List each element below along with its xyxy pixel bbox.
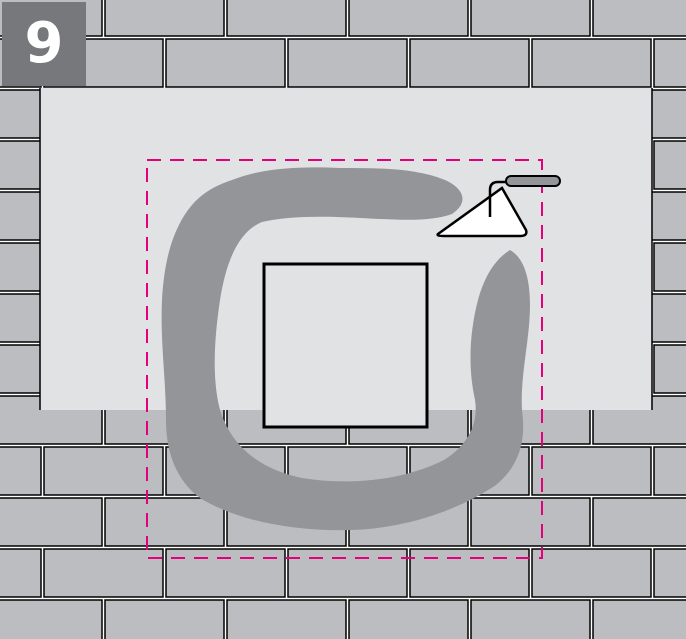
trowel-shank [488, 180, 508, 217]
trowel-blade [436, 186, 528, 238]
brick [0, 140, 42, 190]
brick [287, 548, 408, 598]
brick [0, 548, 42, 598]
brick [0, 599, 103, 639]
brick [0, 242, 42, 292]
brick [409, 548, 530, 598]
brick [287, 38, 408, 88]
brick [104, 497, 225, 547]
brick [653, 140, 686, 190]
brick [592, 0, 686, 37]
brick [470, 599, 591, 639]
brick [531, 446, 652, 496]
trowel-handle [505, 175, 561, 187]
brick [165, 548, 286, 598]
brick [43, 446, 164, 496]
brick [165, 38, 286, 88]
brick [592, 497, 686, 547]
brick [0, 446, 42, 496]
brick [409, 38, 530, 88]
brick [0, 497, 103, 547]
brick [653, 242, 686, 292]
trowel-icon [436, 175, 561, 238]
brick [470, 497, 591, 547]
brick [531, 38, 652, 88]
brick [0, 344, 42, 394]
step-badge: 9 [2, 2, 86, 86]
brick [104, 0, 225, 37]
brick [226, 599, 347, 639]
brick [653, 38, 686, 88]
brick [104, 599, 225, 639]
brick [653, 548, 686, 598]
step-number: 9 [24, 11, 64, 76]
brick [653, 344, 686, 394]
wall-opening [262, 262, 429, 429]
brick [592, 599, 686, 639]
brick [43, 548, 164, 598]
step-badge-background [2, 2, 86, 86]
brick [470, 0, 591, 37]
brick [348, 0, 469, 37]
dashed-outline-guide [146, 159, 543, 559]
brick [226, 0, 347, 37]
adhesive-bead [161, 167, 530, 531]
brick [531, 548, 652, 598]
brick [348, 599, 469, 639]
brick [653, 446, 686, 496]
